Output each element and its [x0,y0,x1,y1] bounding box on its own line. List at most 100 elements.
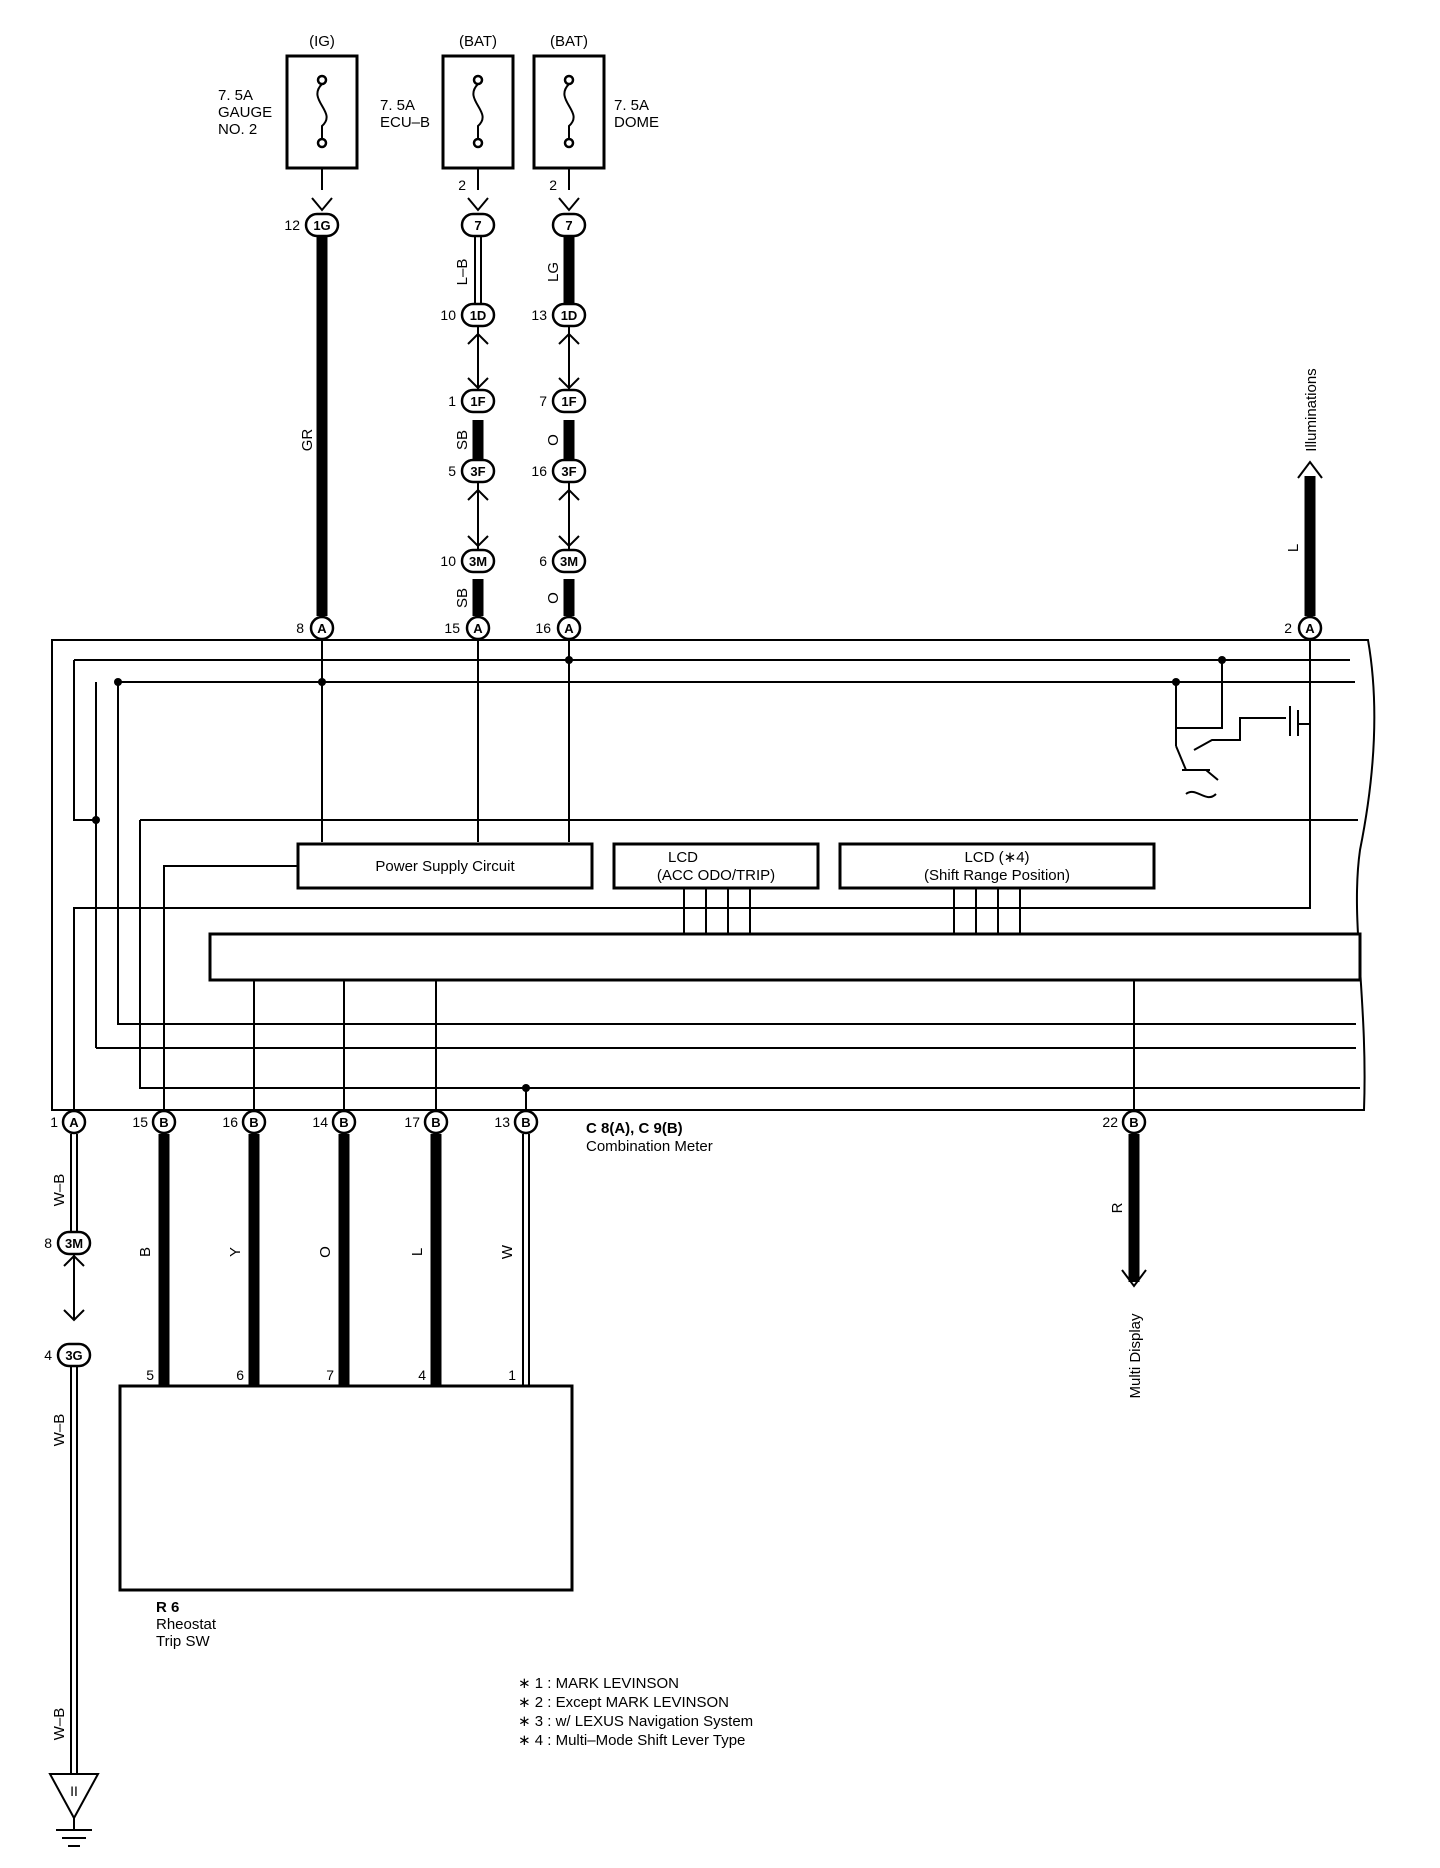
chevron-down-icon [558,197,580,212]
fuse-box [532,54,606,170]
svg-text:8: 8 [296,620,304,636]
connector [460,388,496,414]
svg-text:15: 15 [444,620,460,636]
pin-number: 1 [508,1367,516,1383]
meter-pin [423,1109,449,1135]
power-supply-circuit [296,842,594,890]
connector-code: B [339,1115,348,1130]
connector-junction-arrows [467,332,580,548]
pin-number: 13 [494,1114,510,1130]
connector-code: A [69,1115,79,1130]
meter-pin [513,1109,539,1135]
pin-number: 7 [326,1367,334,1383]
fuse-box [285,54,359,170]
fuse-icon [472,83,484,139]
chevron-down-icon [311,197,333,212]
svg-text:2: 2 [1284,620,1292,636]
svg-text:A: A [564,621,574,636]
pin-number: 22 [1102,1114,1118,1130]
wire-color-label: W–B [51,1174,68,1207]
connector-code: B [159,1115,168,1130]
ground-chain [48,1134,100,1847]
fuse-source: (IG) [309,33,335,50]
footnote: ∗ 4 : Multi–Mode Shift Lever Type [518,1732,745,1749]
wire-color-label: Y [227,1247,244,1257]
pin-number: 4 [418,1367,426,1383]
pin-number: 16 [531,463,547,479]
meter-pin [241,1109,267,1135]
wire-color-label: LG [545,262,562,282]
wire-color-label: L–B [454,259,471,286]
wire-color-label: O [545,434,562,446]
fuse-icon [316,83,328,139]
fuse-source: (BAT) [550,33,588,50]
fuse-amp: 7. 5A [614,97,649,114]
multi-display-label: Multi Display [1127,1313,1144,1399]
wire-color-label: SB [454,588,471,608]
connector-code: 1G [313,218,330,233]
connector [460,302,496,328]
pin-number: 5 [146,1367,154,1383]
fuse-gauge-no2: (IG) 7. 5A GAUGE NO. 2 [218,33,359,170]
connector [460,458,496,484]
pin-number: 6 [236,1367,244,1383]
rheostat-code: R 6 [156,1599,179,1616]
connector-code: 3M [65,1236,83,1251]
fuse-name-2: NO. 2 [218,121,257,138]
connector-code: 1F [561,394,576,409]
fuse-name: ECU–B [380,114,430,131]
pin-number: 14 [312,1114,328,1130]
svg-text:16: 16 [535,620,551,636]
wire-color-label: GR [299,429,316,452]
connector-code: 3G [65,1348,82,1363]
connector [551,212,587,238]
footnote: ∗ 1 : MARK LEVINSON [518,1675,679,1692]
lcd-acc-odo-trip [612,842,820,890]
pin-number: 1 [448,393,456,409]
fuse-name: DOME [614,114,659,131]
meter-name: Combination Meter [586,1138,713,1155]
connector [56,1342,92,1368]
wire-color-label: O [317,1246,334,1258]
rheostat-name-2: Trip SW [156,1633,210,1650]
connector-code: 1D [561,308,578,323]
connector [460,212,496,238]
pin-number: 10 [440,553,456,569]
pin-number: 12 [284,217,300,233]
meter-pin [1121,1109,1147,1135]
rheostat-wires: B5TY6TCO7RVL4RSETW1E [137,1134,531,1412]
connector-code: 3M [469,554,487,569]
wire-color-label: SB [454,430,471,450]
power-supply-label: Power Supply Circuit [375,858,515,875]
pin-number: 17 [404,1114,420,1130]
connector [551,388,587,414]
meter-code: C 8(A), C 9(B) [586,1120,683,1137]
wire-color-label: L [1285,544,1302,552]
wire-color-label: R [1109,1202,1126,1213]
svg-text:A: A [1305,621,1315,636]
connector-code: B [249,1115,258,1130]
fuse-source: (BAT) [459,33,497,50]
svg-text:A: A [317,621,327,636]
chevron-down-icon [1121,1269,1147,1288]
fuse-amp: 7. 5A [218,87,253,104]
pin-number: 5 [448,463,456,479]
connector-code: 1D [470,308,487,323]
wire-color-label: W [499,1244,516,1259]
lcd-label: LCD (∗4) [964,849,1029,866]
wire-color-label: W–B [51,1414,68,1447]
connector [551,458,587,484]
fuse-name: GAUGE [218,104,272,121]
footnote: ∗ 3 : w/ LEXUS Navigation System [518,1713,753,1730]
pin-number: 7 [539,393,547,409]
fuse-ecu-b: (BAT) 7. 5A ECU–B [380,33,515,170]
connector-code: 7 [474,218,481,233]
fuse-icon [563,83,575,139]
connector-code: 3M [560,554,578,569]
combination-meter: Power Supply Circuit LCD (ACC ODO/TRIP) … [51,639,1376,1111]
ecu-wire-column [472,236,484,616]
chevron-up-icon [1297,460,1323,479]
connector-code: 3F [470,464,485,479]
lcd-label-2: (ACC ODO/TRIP) [657,867,775,884]
fuse-dome: (BAT) 7. 5A DOME [532,33,659,170]
